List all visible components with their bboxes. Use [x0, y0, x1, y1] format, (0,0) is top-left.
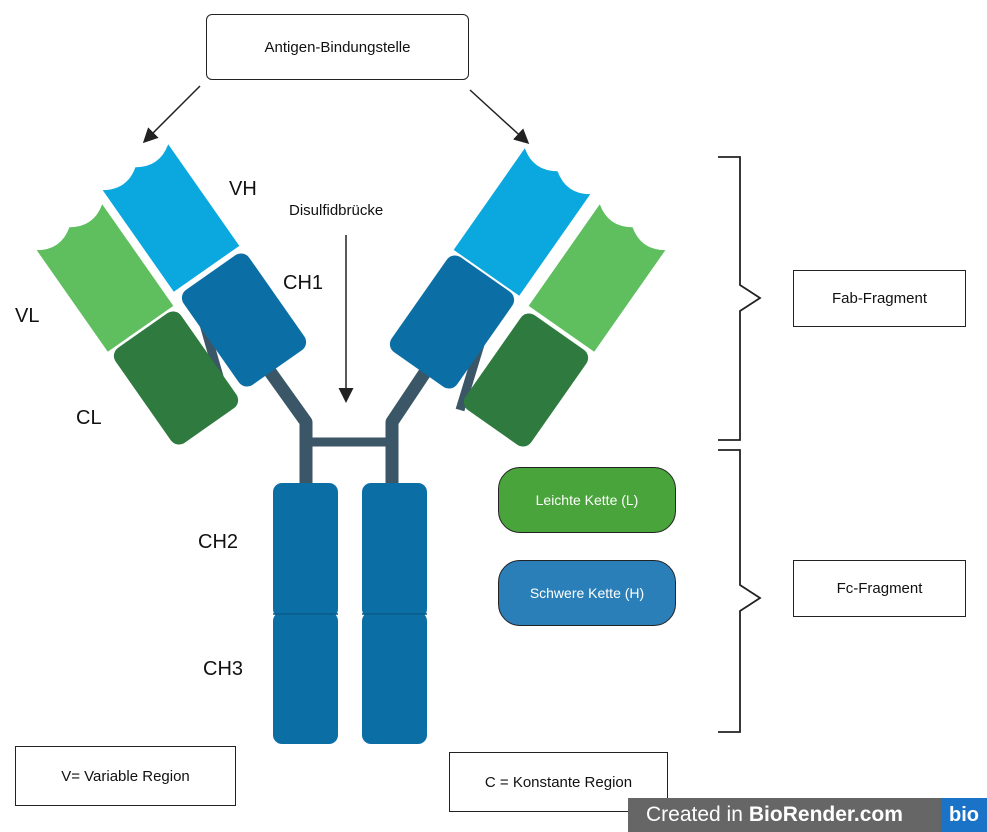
- variable-region-label: V= Variable Region: [61, 767, 190, 785]
- heavy-chain-label: Schwere Kette (H): [529, 585, 645, 601]
- right-ch3-domain: [362, 612, 427, 744]
- right-light-variable-domain: [528, 204, 666, 352]
- fab-fragment-box: Fab-Fragment: [793, 270, 966, 327]
- watermark-prefix: Created in: [646, 803, 743, 826]
- heavy-chain-legend: Schwere Kette (H): [498, 560, 676, 626]
- left-light-constant-domain: [113, 311, 239, 445]
- constant-region-label: C = Konstante Region: [484, 773, 633, 791]
- vl-label: VL: [15, 305, 40, 327]
- ch2-label: CH2: [198, 531, 239, 553]
- fc-fragment-box: Fc-Fragment: [793, 560, 966, 617]
- vh-label: VH: [229, 178, 257, 200]
- antigen-site-label: Antigen-Bindungstelle: [264, 38, 411, 56]
- arrow-right: [469, 89, 530, 145]
- left-ch2-domain: [273, 483, 338, 618]
- left-heavy-variable-domain: [102, 144, 240, 292]
- light-chain-label: Leichte Kette (L): [535, 492, 639, 508]
- watermark-brand: BioRender.com: [748, 803, 903, 826]
- fc-brace: [718, 449, 762, 733]
- fab-fragment-label: Fab-Fragment: [831, 290, 928, 307]
- left-heavy-constant-domain: [181, 253, 307, 387]
- arrow-left: [142, 85, 201, 144]
- left-ch3-domain: [273, 612, 338, 744]
- right-ch2-domain: [362, 483, 427, 618]
- disulfide-label: Disulfidbrücke: [289, 202, 384, 219]
- cl-label: CL: [76, 407, 102, 429]
- ch3-label: CH3: [203, 658, 244, 680]
- fab-brace: [718, 156, 762, 441]
- variable-region-box: V= Variable Region: [15, 746, 236, 806]
- ch1-label: CH1: [283, 272, 324, 294]
- biorender-logo: bio: [941, 798, 987, 832]
- fc-fragment-label: Fc-Fragment: [836, 580, 923, 597]
- right-heavy-constant-domain: [389, 255, 515, 389]
- right-heavy-variable-domain: [453, 148, 591, 296]
- left-light-variable-domain: [36, 204, 174, 352]
- biorender-watermark: Created in BioRender.com bio: [628, 798, 987, 832]
- right-light-constant-domain: [463, 313, 589, 447]
- light-chain-legend: Leichte Kette (L): [498, 467, 676, 533]
- antigen-site-box: Antigen-Bindungstelle: [206, 14, 469, 80]
